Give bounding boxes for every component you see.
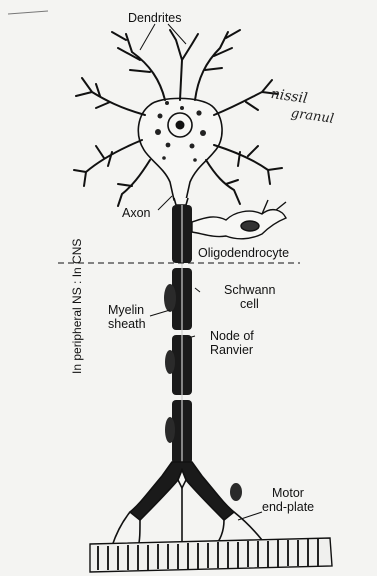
label-ns-regions: In peripheral NS : In CNS	[70, 239, 84, 374]
label-dendrites: Dendrites	[128, 11, 182, 25]
oligodendrocyte-cell	[192, 200, 286, 239]
label-schwann-line1: Schwann	[224, 283, 275, 297]
label-motor-line2: end-plate	[262, 500, 314, 514]
label-oligodendrocyte: Oligodendrocyte	[198, 246, 289, 260]
leader-lines	[140, 24, 262, 520]
myelin-segments	[172, 205, 192, 464]
nucleolus	[176, 121, 185, 130]
muscle-fiber	[90, 538, 332, 572]
label-myelin-line2: sheath	[108, 317, 146, 331]
axon-terminals	[112, 462, 262, 548]
label-schwann-line2: cell	[240, 297, 259, 311]
label-node-line2: Ranvier	[210, 343, 253, 357]
label-motor-line1: Motor	[272, 486, 304, 500]
scan-mark	[8, 11, 48, 14]
label-node-line1: Node of	[210, 329, 254, 343]
label-axon: Axon	[122, 206, 151, 220]
label-myelin-line1: Myelin	[108, 303, 144, 317]
axon-hillock	[174, 198, 188, 205]
